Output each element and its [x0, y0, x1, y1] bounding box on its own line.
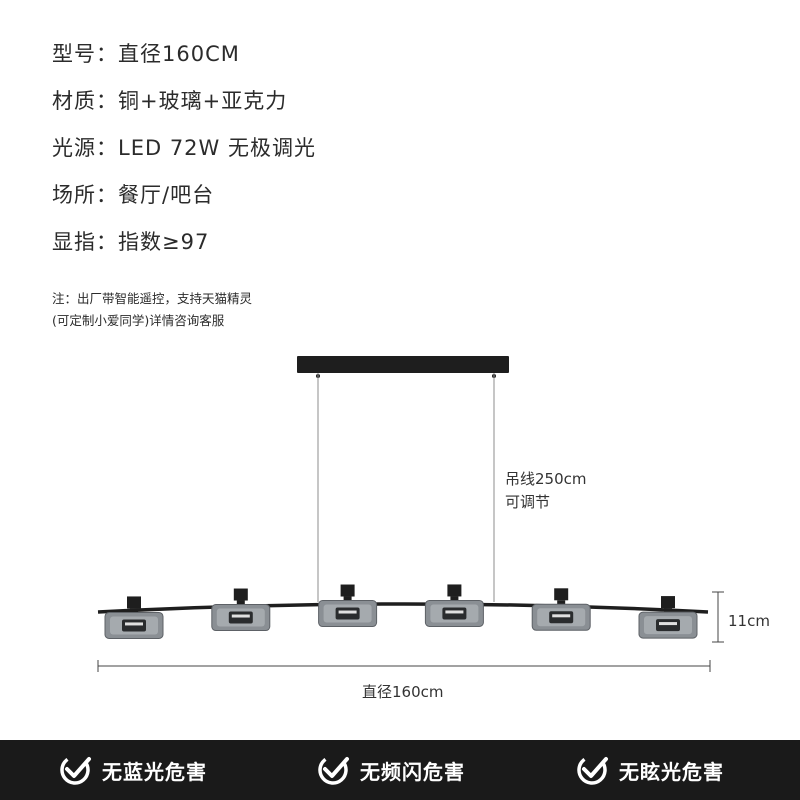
lamp-shade [424, 584, 484, 627]
lamp-shade [531, 588, 591, 631]
badge-no-glare: 无眩光危害 [575, 740, 724, 800]
spec-row-cri: 显指：指数≥97 [52, 226, 316, 273]
spec-row-light-source: 光源：LED 72W 无极调光 [52, 132, 316, 179]
lamp-shade [638, 596, 698, 639]
lamp-shades [104, 584, 698, 639]
note-line: (可定制小爱同学)详情咨询客服 [52, 313, 225, 328]
badge-label: 无眩光危害 [619, 759, 724, 784]
spec-label: 型号： [52, 42, 118, 66]
spec-value: 指数≥97 [118, 230, 210, 254]
check-shield-icon [60, 755, 91, 785]
spec-list: 型号：直径160CM 材质：铜+玻璃+亚克力 光源：LED 72W 无极调光 场… [52, 38, 316, 273]
lamp-rod [97, 602, 709, 614]
feature-badge-bar: 无蓝光危害 无频闪危害 无眩光危害 [0, 740, 800, 800]
spec-label: 光源： [52, 136, 118, 160]
width-label: 直径160cm [362, 683, 444, 701]
height-label: 11cm [728, 612, 770, 630]
spec-row-material: 材质：铜+玻璃+亚克力 [52, 85, 316, 132]
spec-value: LED 72W 无极调光 [118, 136, 316, 160]
badge-label: 无蓝光危害 [102, 759, 207, 784]
spec-row-location: 场所：餐厅/吧台 [52, 179, 316, 226]
lamp-shade [318, 584, 378, 628]
spec-label: 材质： [52, 89, 118, 113]
lamp-shade [211, 588, 271, 632]
cable-length-label: 吊线250cm [505, 470, 587, 488]
check-shield-icon [318, 755, 349, 785]
notes: 注：出厂带智能遥控，支持天猫精灵 (可定制小爱同学)详情咨询客服 [52, 288, 252, 332]
badge-no-blue-light: 无蓝光危害 [58, 740, 207, 800]
spec-label: 场所： [52, 183, 118, 207]
spec-label: 显指： [52, 230, 118, 254]
pendant-lamp-illustration [97, 356, 724, 672]
spec-value: 铜+玻璃+亚克力 [118, 89, 288, 113]
spec-value: 直径160CM [118, 42, 240, 66]
badge-no-flicker: 无频闪危害 [316, 740, 465, 800]
check-shield-icon [577, 755, 608, 785]
lamp-shade [104, 596, 164, 639]
spec-row-model: 型号：直径160CM [52, 38, 316, 85]
cable-adjustable-label: 可调节 [505, 493, 551, 511]
ceiling-canopy [297, 356, 509, 373]
note-line: 注：出厂带智能遥控，支持天猫精灵 [52, 291, 253, 306]
spec-value: 餐厅/吧台 [118, 183, 215, 207]
badge-label: 无频闪危害 [360, 759, 465, 784]
